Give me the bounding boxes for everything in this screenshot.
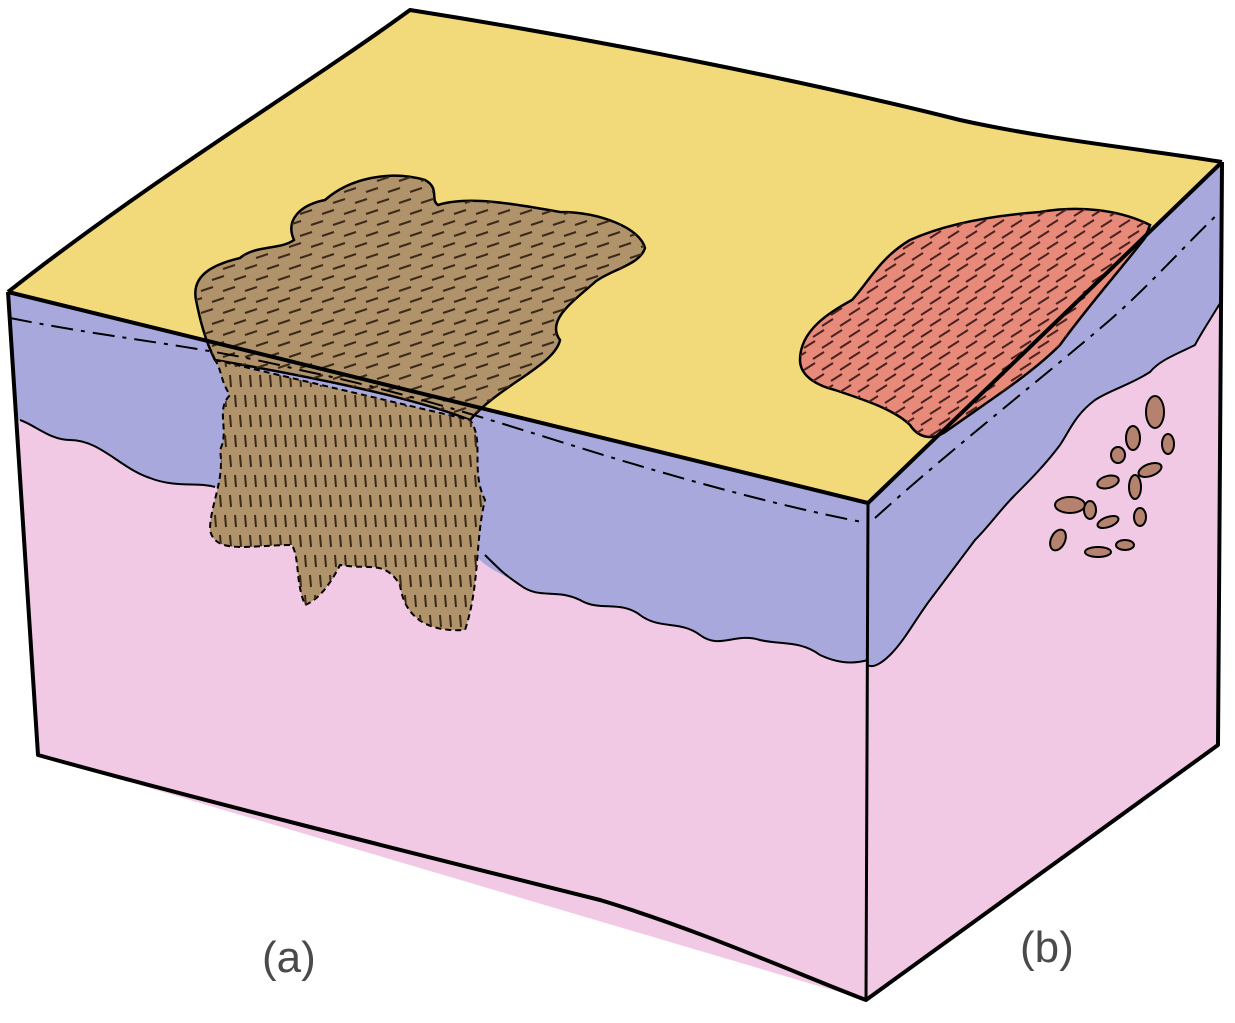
right-face	[866, 162, 1222, 1000]
cell	[1049, 528, 1067, 552]
epidermis-boundary-right	[867, 299, 1223, 668]
block-outline	[6, 8, 1224, 1002]
cell-cluster	[1049, 395, 1175, 558]
cell	[1161, 433, 1175, 455]
cell	[1125, 425, 1141, 451]
cell	[1133, 507, 1147, 527]
cell	[1110, 446, 1126, 464]
cell	[1115, 539, 1135, 551]
cell	[1096, 474, 1120, 490]
cell	[1084, 546, 1112, 558]
cell	[1083, 500, 1097, 520]
label-b: (b)	[1020, 923, 1074, 972]
dashed-line-right	[874, 209, 1223, 519]
cell	[1054, 496, 1086, 514]
cell	[1137, 462, 1163, 478]
dashed-line-front	[9, 317, 863, 523]
cell	[1096, 514, 1120, 530]
cell	[1128, 474, 1142, 500]
epidermis-boundary-front	[19, 419, 869, 664]
cell	[1145, 395, 1165, 429]
epidermis-right	[868, 162, 1222, 667]
label-a: (a)	[262, 933, 316, 982]
